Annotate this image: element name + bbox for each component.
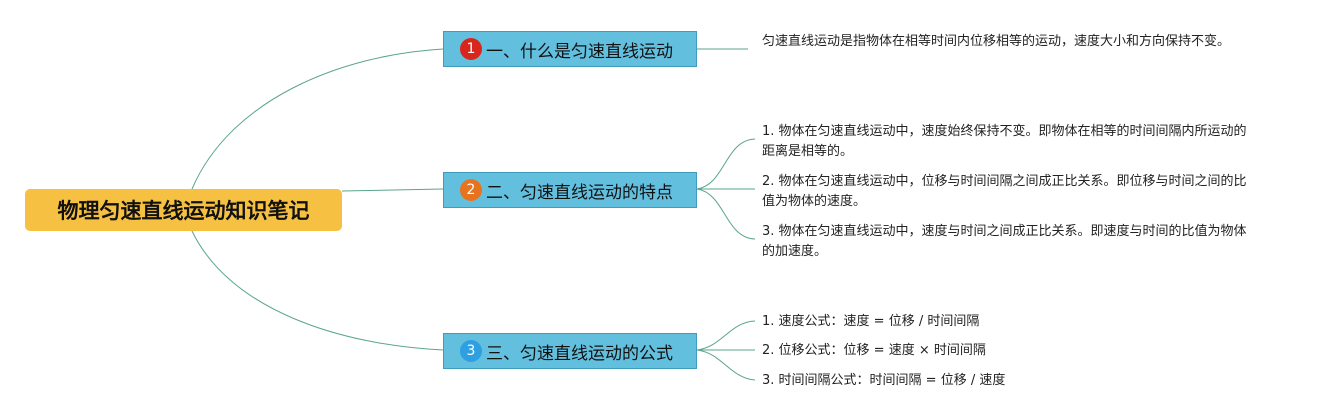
leaf-node-2-2[interactable]: 2. 物体在匀速直线运动中，位移与时间间隔之间成正比关系。即位移与时间之间的比值…	[762, 174, 1247, 209]
leaf-node-3-3[interactable]: 3. 时间间隔公式：时间间隔 = 位移 / 速度	[762, 373, 1006, 388]
leaf-node-3-1[interactable]: 1. 速度公式：速度 = 位移 / 时间间隔	[762, 314, 980, 329]
number-badge: 1	[460, 38, 482, 60]
branch-2-to-leaf-3	[696, 188, 756, 240]
branch-node-1[interactable]: 1 一、什么是匀速直线运动	[443, 31, 697, 67]
root-to-branch-1	[191, 48, 444, 190]
root-node[interactable]: 物理匀速直线运动知识笔记	[25, 189, 342, 231]
branch-label: 一、什么是匀速直线运动	[486, 41, 673, 62]
root-to-branch-3	[191, 230, 444, 351]
leaf-node-1-1[interactable]: 匀速直线运动是指物体在相等时间内位移相等的运动，速度大小和方向保持不变。	[762, 34, 1231, 49]
branch-3-to-leaf-1	[696, 320, 756, 351]
number-badge: 2	[460, 179, 482, 201]
branch-label: 三、匀速直线运动的公式	[486, 343, 673, 364]
root-to-branch-2	[341, 188, 444, 192]
branch-label: 二、匀速直线运动的特点	[486, 182, 673, 203]
branch-node-3[interactable]: 3 三、匀速直线运动的公式	[443, 333, 697, 369]
leaf-node-2-1[interactable]: 1. 物体在匀速直线运动中，速度始终保持不变。即物体在相等的时间间隔内所运动的距…	[762, 124, 1247, 159]
leaf-node-3-2[interactable]: 2. 位移公式：位移 = 速度 × 时间间隔	[762, 343, 986, 358]
branch-2-to-leaf-1	[696, 138, 756, 190]
number-badge: 3	[460, 340, 482, 362]
branch-3-to-leaf-3	[696, 349, 756, 381]
leaf-node-2-3[interactable]: 3. 物体在匀速直线运动中，速度与时间之间成正比关系。即速度与时间的比值为物体的…	[762, 224, 1247, 259]
branch-node-2[interactable]: 2 二、匀速直线运动的特点	[443, 172, 697, 208]
